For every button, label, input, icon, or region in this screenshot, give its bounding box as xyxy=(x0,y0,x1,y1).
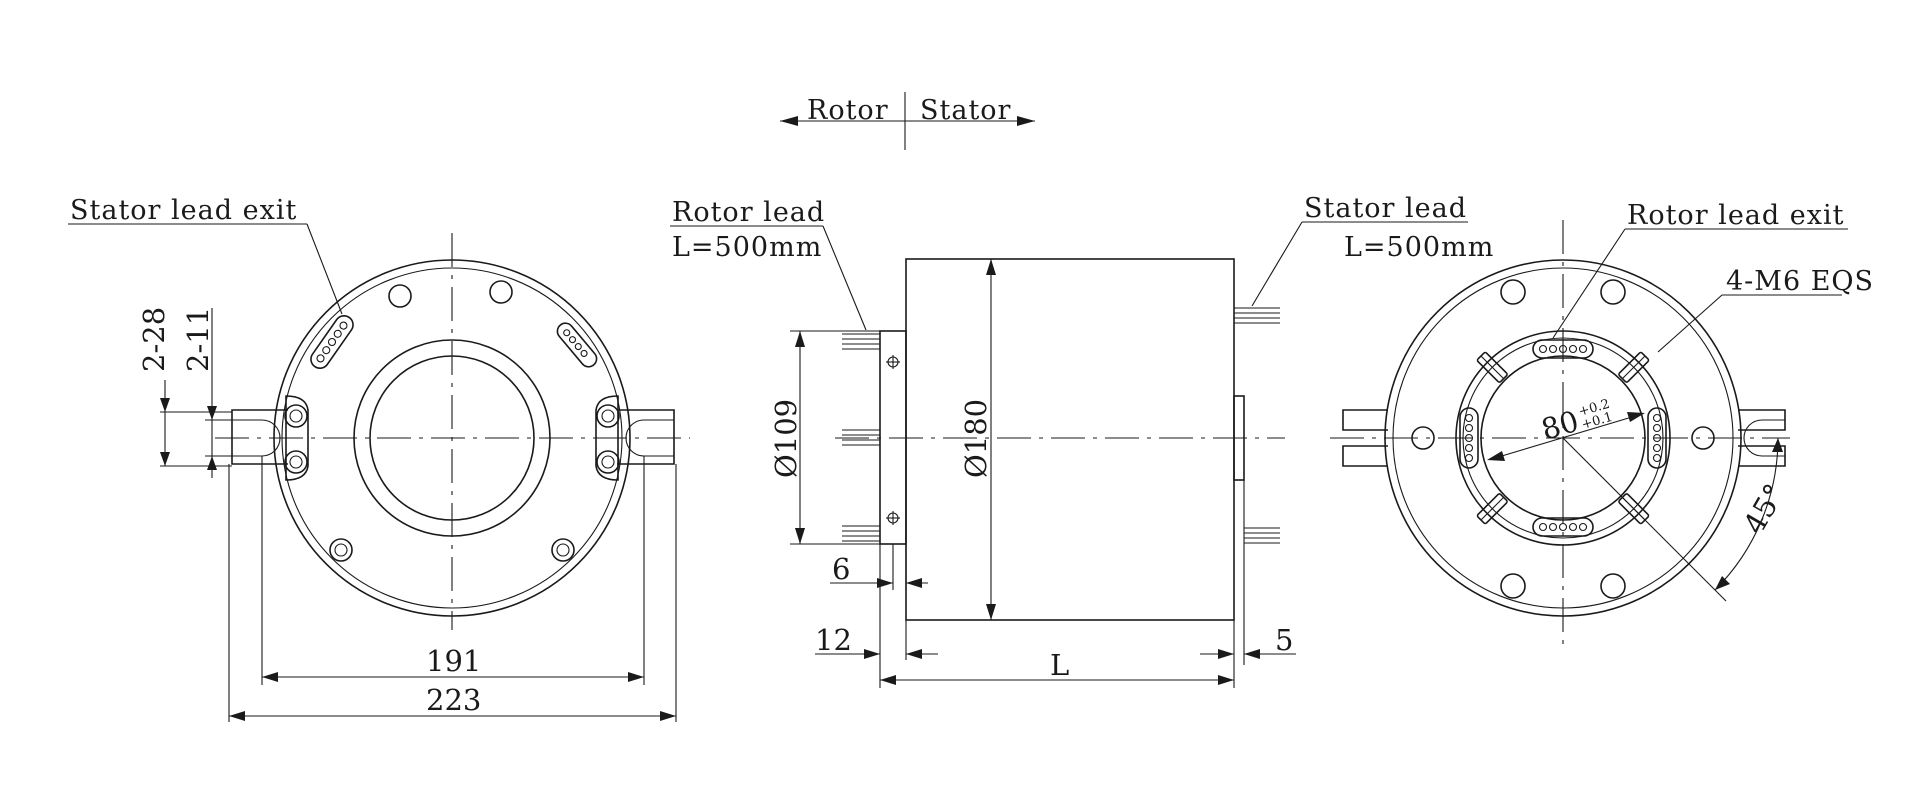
inner-width-dim: 191 xyxy=(426,644,481,678)
dim-5: 5 xyxy=(1275,623,1293,657)
rotor-lead-exit-label: Rotor lead exit xyxy=(1627,200,1844,231)
rotor-stator-indicator: Rotor Stator xyxy=(780,92,1035,150)
bore-circle xyxy=(369,355,535,521)
stator-lead-label: Stator lead xyxy=(1304,193,1467,224)
rotor-bore-circle xyxy=(1480,355,1646,521)
stator-lead-exit-label: Stator lead exit xyxy=(70,195,297,226)
m6-holes-label: 4-M6 EQS xyxy=(1726,266,1874,297)
length-dim: L xyxy=(1050,648,1069,682)
angle-dim: 45° xyxy=(1737,478,1792,540)
dim-12: 12 xyxy=(815,623,852,657)
rotor-lead-length: L=500mm xyxy=(672,232,822,263)
stator-body xyxy=(905,258,1235,621)
rotor-direction-label: Rotor xyxy=(807,95,889,126)
stator-outer-circle xyxy=(273,259,631,617)
side-view: Rotor lead L=500mm Stator lead L=500mm Ø… xyxy=(670,193,1494,688)
right-end-view: 80 +0.2 +0.1 Rotor lead exit 4-M6 EQS 45… xyxy=(1330,200,1874,652)
slot-outer-dim: 2-28 xyxy=(137,307,171,372)
stator-lead-wires xyxy=(1234,307,1280,544)
stator-direction-label: Stator xyxy=(920,95,1011,126)
hub-circle xyxy=(353,339,551,537)
rotor-outer-circle xyxy=(1384,259,1742,617)
stator-lead-length: L=500mm xyxy=(1344,232,1494,263)
rotor-flange-circle xyxy=(1455,330,1671,546)
dim-6: 6 xyxy=(832,552,850,586)
flange-dia-dim: Ø109 xyxy=(769,399,803,478)
outer-width-dim: 223 xyxy=(426,683,481,717)
bore-dia-dim: 80 xyxy=(1538,404,1583,447)
rotor-lead-wires xyxy=(842,333,880,542)
rotor-lead-label: Rotor lead xyxy=(672,197,825,228)
left-end-view: Stator lead exit 2-28 2-11 191 223 xyxy=(68,195,690,722)
slot-inner-dim: 2-11 xyxy=(181,307,215,372)
body-dia-dim: Ø180 xyxy=(959,399,993,478)
